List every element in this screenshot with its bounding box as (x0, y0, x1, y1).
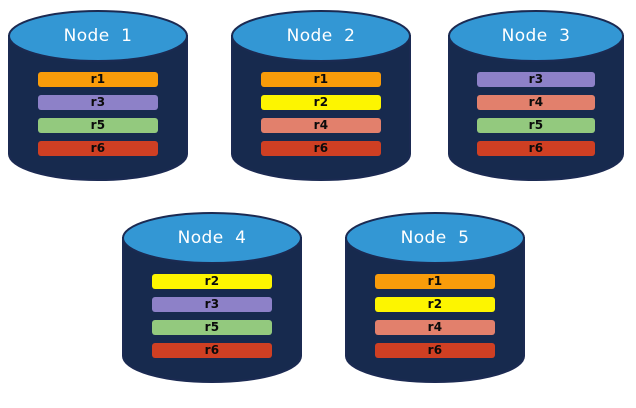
record-label: r4 (528, 95, 544, 109)
record-bar[interactable]: r2 (261, 95, 381, 110)
record-label: r2 (313, 95, 329, 109)
record-bar[interactable]: r6 (477, 141, 595, 156)
record-bar[interactable]: r4 (261, 118, 381, 133)
record-label: r6 (204, 343, 220, 357)
cylinder-top-ellipse (122, 212, 302, 264)
record-bar[interactable]: r6 (261, 141, 381, 156)
record-label: r1 (313, 72, 329, 86)
record-bar[interactable]: r6 (152, 343, 272, 358)
record-bar[interactable]: r1 (261, 72, 381, 87)
record-bar[interactable]: r6 (375, 343, 495, 358)
record-bar[interactable]: r4 (375, 320, 495, 335)
record-label: r3 (528, 72, 544, 86)
record-label: r5 (90, 118, 106, 132)
cylinder-top-ellipse (8, 10, 188, 62)
record-label: r4 (427, 320, 443, 334)
record-label: r5 (528, 118, 544, 132)
record-list: r2 r3 r5 r6 (122, 274, 302, 358)
cylinder-top-ellipse (345, 212, 525, 264)
record-label: r3 (204, 297, 220, 311)
record-label: r6 (90, 141, 106, 155)
record-bar[interactable]: r1 (38, 72, 158, 87)
record-label: r6 (427, 343, 443, 357)
record-list: r1 r3 r5 r6 (8, 72, 188, 156)
record-label: r2 (427, 297, 443, 311)
cylinder-top-ellipse (231, 10, 411, 62)
record-label: r6 (313, 141, 329, 155)
record-label: r3 (90, 95, 106, 109)
record-bar[interactable]: r3 (477, 72, 595, 87)
record-list: r1 r2 r4 r6 (345, 274, 525, 358)
record-bar[interactable]: r1 (375, 274, 495, 289)
record-bar[interactable]: r2 (152, 274, 272, 289)
record-label: r1 (90, 72, 106, 86)
record-label: r1 (427, 274, 443, 288)
record-bar[interactable]: r5 (152, 320, 272, 335)
record-label: r6 (528, 141, 544, 155)
record-label: r4 (313, 118, 329, 132)
record-bar[interactable]: r3 (152, 297, 272, 312)
record-bar[interactable]: r2 (375, 297, 495, 312)
record-label: r2 (204, 274, 220, 288)
record-bar[interactable]: r6 (38, 141, 158, 156)
cylinder-top-ellipse (448, 10, 624, 62)
record-bar[interactable]: r3 (38, 95, 158, 110)
record-list: r1 r2 r4 r6 (231, 72, 411, 156)
record-list: r3 r4 r5 r6 (448, 72, 624, 156)
record-label: r5 (204, 320, 220, 334)
record-bar[interactable]: r4 (477, 95, 595, 110)
record-bar[interactable]: r5 (38, 118, 158, 133)
record-bar[interactable]: r5 (477, 118, 595, 133)
